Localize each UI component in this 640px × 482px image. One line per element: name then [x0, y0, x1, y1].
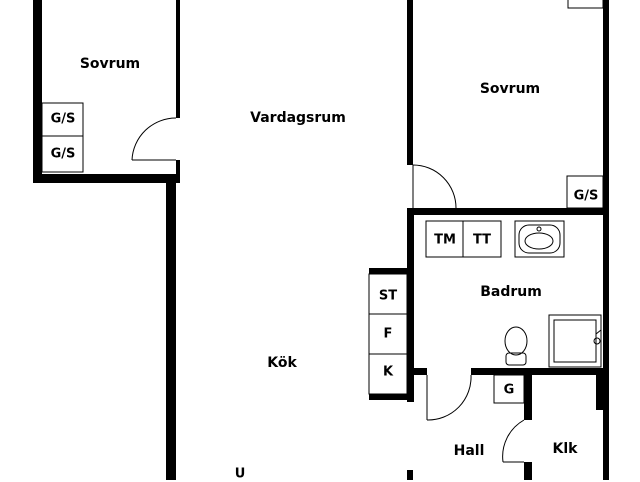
wall-fixture-col-top [369, 268, 407, 274]
door-swing-icon [131, 117, 525, 463]
fixture-label-gs-top: G/S [50, 111, 76, 127]
fixture-label-f: F [383, 326, 393, 342]
wall-right-bedroom-bottom [407, 208, 604, 215]
wall-outer-right [603, 0, 609, 372]
wall-left-bedroom-left [33, 0, 42, 183]
gs-box-right [566, 175, 604, 209]
fixture-label-gs-bottom: G/S [50, 146, 76, 162]
wall-left-bedroom-right-lower [176, 160, 180, 183]
room-label-sovrum-right: Sovrum [479, 81, 541, 97]
wall-kitchen-left [166, 174, 176, 480]
fixture-icons [504, 224, 602, 366]
shower-icon [548, 314, 602, 368]
fixture-label-u: U [234, 466, 246, 482]
walls [33, 0, 609, 480]
fixture-label-g: G [503, 382, 515, 398]
room-label-klk: Klk [552, 441, 578, 457]
wall-left-bedroom-right-upper [176, 0, 180, 118]
room-label-badrum: Badrum [480, 284, 542, 300]
wall-closet-left-lower [524, 462, 532, 480]
gs-box-bottom [41, 135, 84, 173]
tt-box [462, 220, 502, 258]
fixture-label-gs-right: G/S [573, 188, 599, 204]
shower-valve-icon [593, 329, 602, 345]
thin-lines [41, 0, 604, 404]
top-right-box [567, 0, 604, 9]
k-box [368, 353, 408, 395]
wall-bath-bottom-left [414, 368, 427, 375]
toilet-icon [504, 326, 528, 366]
wall-closet-left-upper [524, 368, 532, 420]
g-box [493, 374, 525, 404]
wall-bath-left [407, 208, 414, 402]
fixture-label-k: K [382, 364, 394, 380]
wall-left-bedroom-bottom [33, 174, 176, 183]
wall-right-bedroom-left [407, 0, 413, 165]
shower-tray [553, 319, 597, 363]
wall-outer-right-bottom [603, 400, 609, 480]
room-label-hall: Hall [453, 443, 485, 459]
room-label-kok: Kök [267, 355, 297, 371]
wall-bath-bottom-right [471, 368, 603, 375]
fixture-label-tt: TT [472, 232, 492, 248]
room-label-sovrum-left: Sovrum [79, 56, 141, 72]
room-label-vardagsrum: Vardagsrum [250, 110, 346, 126]
fixture-label-st: ST [378, 288, 398, 304]
fixture-label-tm: TM [434, 232, 456, 248]
wall-fixture-col-bottom [369, 394, 407, 400]
basin-box [514, 220, 565, 258]
wall-hall-bottom [407, 470, 413, 480]
washbasin-icon [518, 224, 561, 254]
